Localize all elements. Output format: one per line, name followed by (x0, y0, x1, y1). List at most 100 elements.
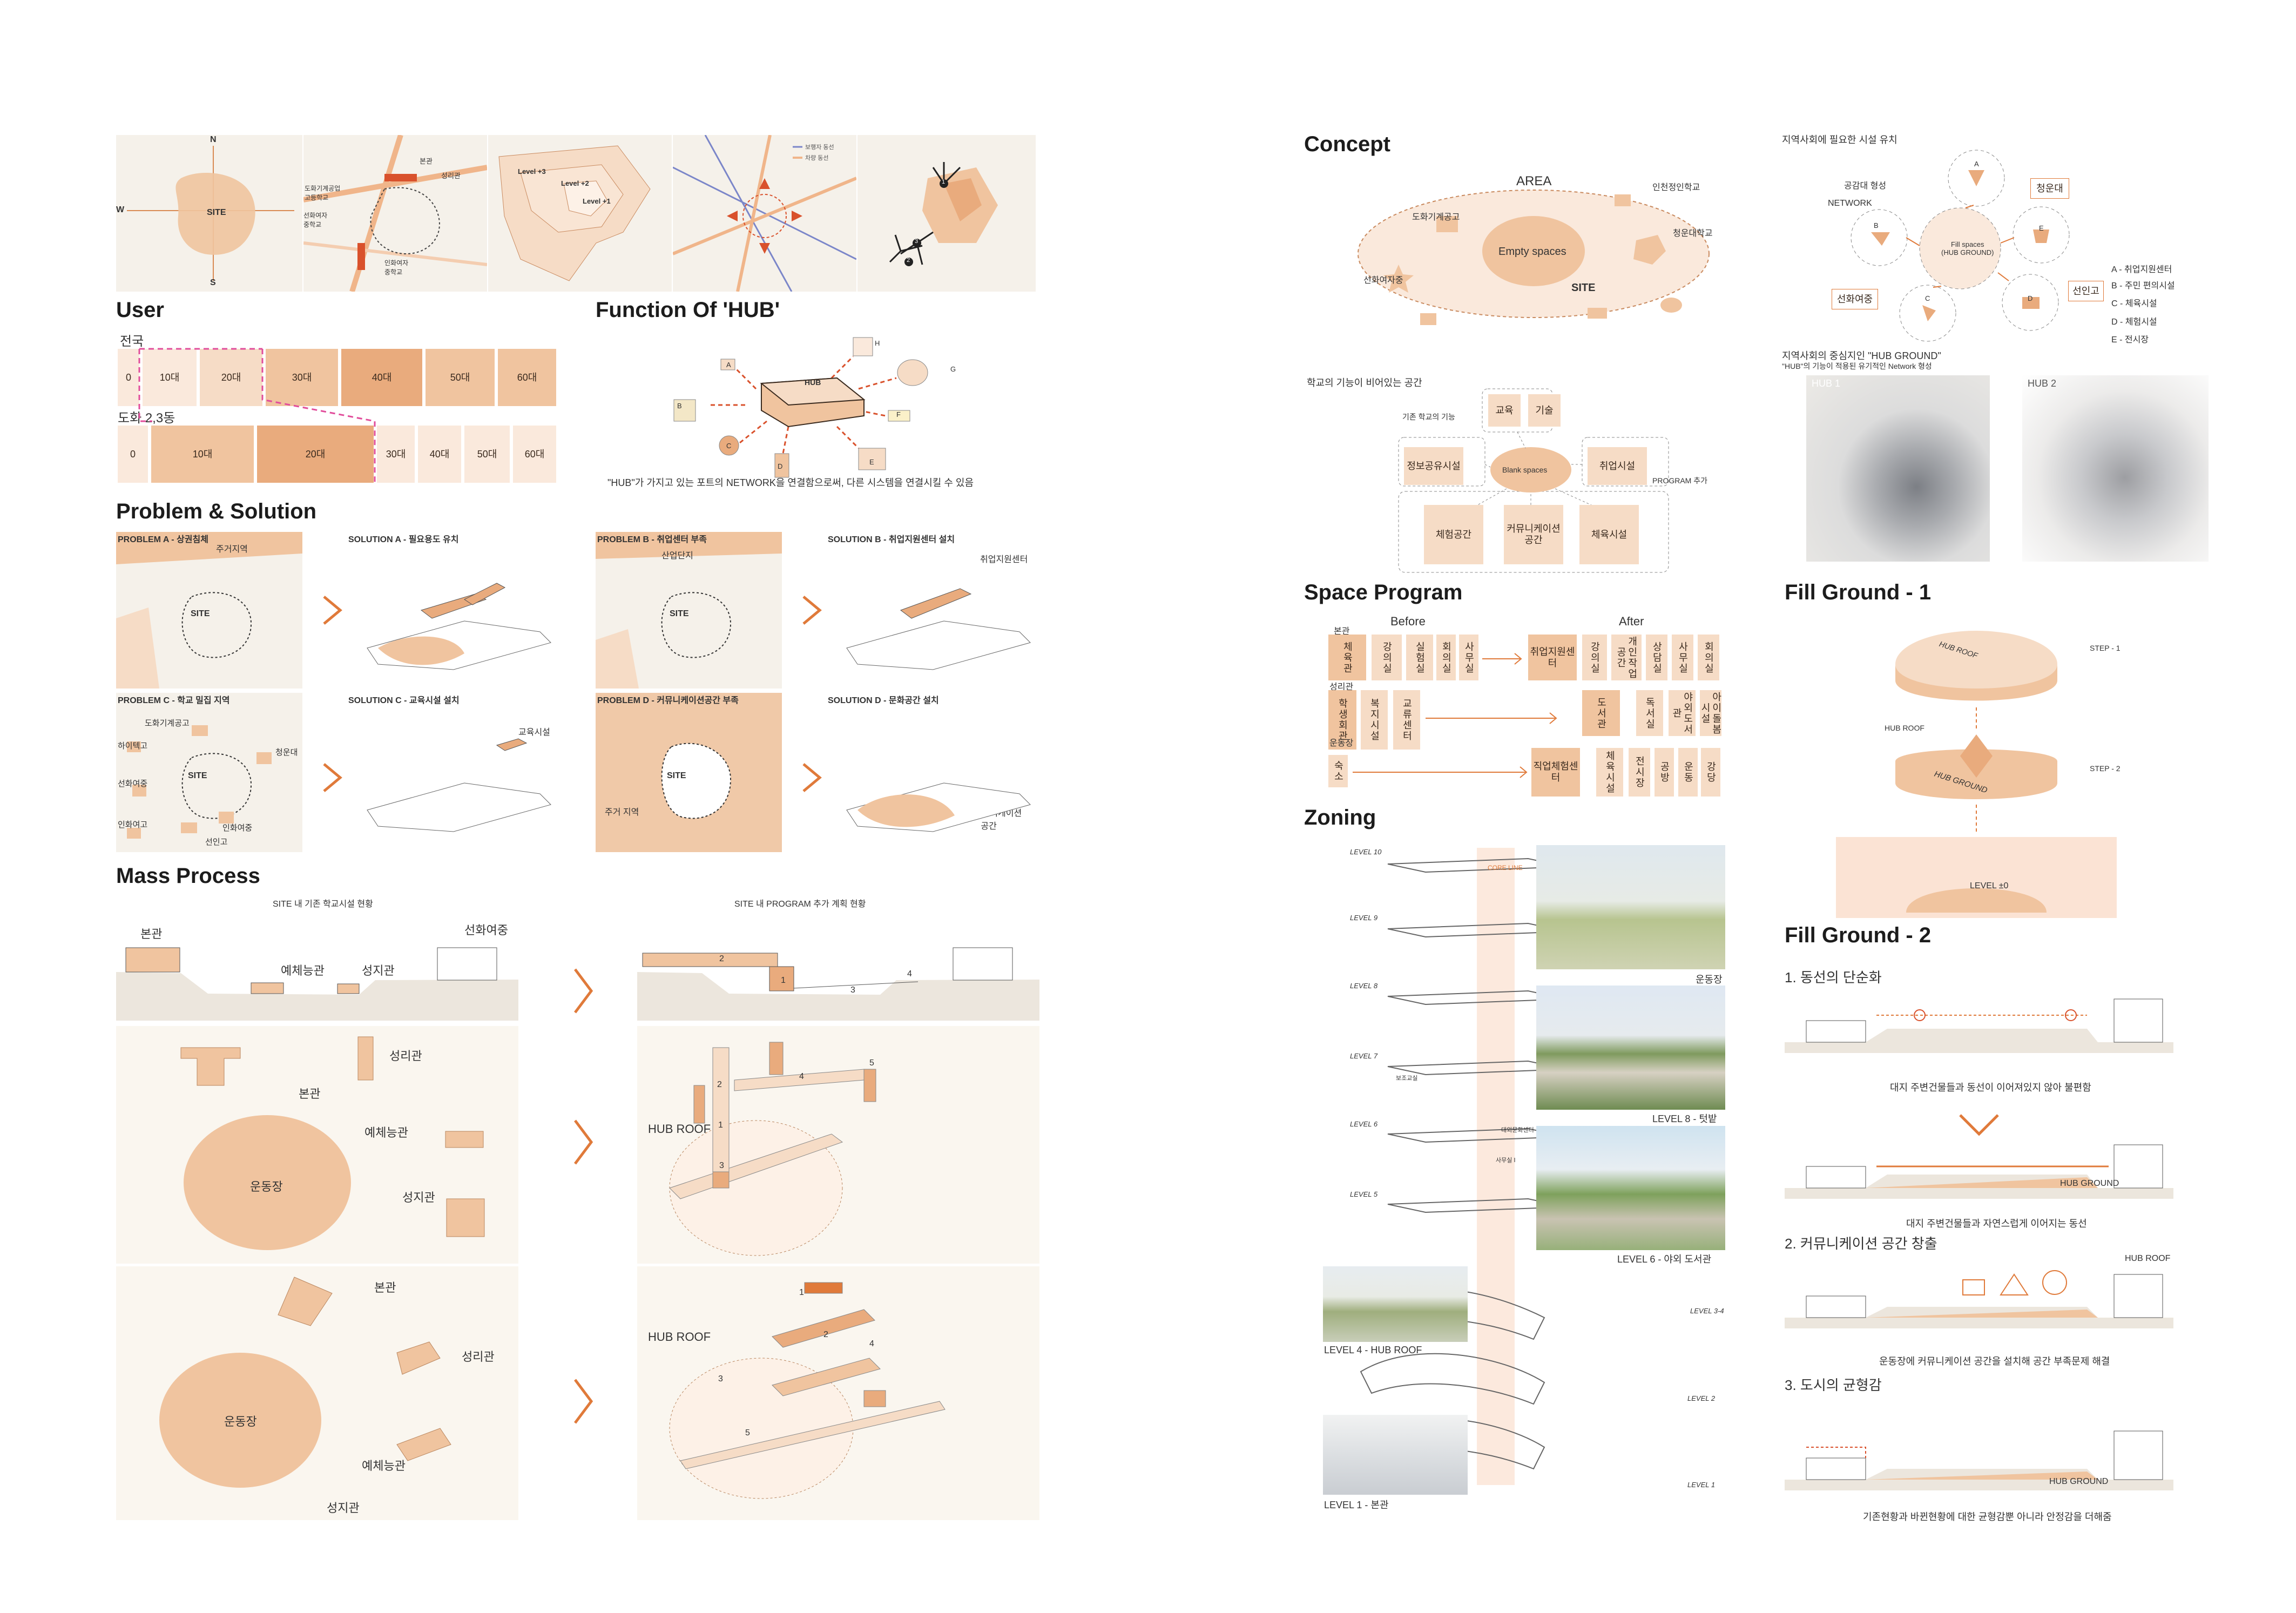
plan3-seongji: 성지관 (327, 1501, 360, 1515)
concept-center: Empty spaces (1498, 246, 1566, 258)
sp-a-2-4: 운동 (1678, 748, 1698, 797)
network-legend-3: D - 체험시설 (2111, 318, 2157, 327)
plan4-n5: 5 (745, 1428, 750, 1437)
site-map-roads: 본관 성리관 도화기계공업 고등학교 선화여자 중학교 인화여자 중학교 (303, 135, 487, 292)
solution-c-note: 교육시설 (518, 728, 550, 737)
fill2-s2: 2. 커뮤니케이션 공간 창출 (1785, 1236, 1937, 1252)
level-plus3: Level +3 (518, 167, 546, 176)
user-row1-0: 0 (118, 349, 139, 406)
fill2-title: Fill Ground - 2 (1785, 923, 1932, 947)
zoning-caption-4: LEVEL 1 - 본관 (1324, 1500, 1389, 1510)
hub-node-g: G (950, 365, 956, 373)
mass-plan-right-2: HUB ROOF 1 2 3 4 5 (637, 1266, 1039, 1520)
fill2-c1: 대지 주변건물들과 동선이 이어져있지 않아 불편함 (1890, 1082, 2091, 1093)
zoning-tag-2: 보조교실 (1396, 1075, 1418, 1082)
problem-a-site: SITE (191, 609, 210, 618)
user-row2-60: 60대 (513, 426, 556, 483)
fill1-svg (1836, 631, 2117, 918)
concept-site: SITE (1571, 282, 1596, 294)
sp-a-0-0: 취업지원센터 (1528, 635, 1577, 680)
user-row1-50: 50대 (426, 349, 495, 406)
problem-title: Problem & Solution (116, 500, 317, 523)
zoning-photo-main (1323, 1415, 1468, 1495)
concept-existing: 기존 학교의 기능 (1402, 413, 1455, 421)
network-node-b: B (1874, 221, 1879, 230)
network-left-1: NETWORK (1828, 199, 1872, 208)
concept-blank: Blank spaces (1502, 465, 1548, 474)
mass-section-right (637, 947, 1039, 1021)
problem-d-map (596, 693, 782, 852)
problem-b-map (596, 532, 782, 689)
plan2-n1: 1 (718, 1121, 723, 1130)
zoning-core-band (1477, 848, 1515, 1485)
sp-a-0-1: 강의실 (1582, 635, 1607, 680)
network-school-2: 선화여중 (1832, 289, 1878, 309)
sp-arrow-0 (1482, 653, 1522, 665)
fill2-c2: 대지 주변건물들과 자연스럽게 이어지는 동선 (1906, 1218, 2087, 1229)
fill2-hub-ground-2: HUB GROUND (2049, 1477, 2109, 1486)
solution-a-svg (367, 583, 551, 670)
solution-b-note: 취업지원센터 (980, 555, 1028, 564)
school-c-3: 청운대 (275, 748, 298, 757)
fill2-section-3 (1785, 1270, 2173, 1328)
zoning-tag-0: 대외문화센터 (1501, 1127, 1534, 1133)
concept-label-0: 도화기계공고 (1412, 213, 1460, 222)
concept-added: PROGRAM 추가 (1652, 476, 1707, 485)
user-row2-40: 40대 (418, 426, 461, 483)
sp-a-2-2: 전시장 (1629, 748, 1650, 797)
solution-c-svg (367, 738, 551, 832)
zoning-level-8: LEVEL 8 (1350, 982, 1378, 990)
plan3-gym: 예체능관 (362, 1459, 406, 1473)
concept-box-edu: 교육 (1488, 394, 1521, 427)
level-contours (498, 145, 651, 281)
building-seongri: 성리관 (441, 172, 461, 180)
zoning-photo-garden (1536, 986, 1725, 1110)
concept-box-sport: 체육시설 (1579, 505, 1639, 564)
mass-plan-left-2: 본관 성리관 운동장 예체능관 성지관 (116, 1266, 518, 1520)
sp-after: After (1619, 615, 1644, 628)
space-program-title: Space Program (1304, 581, 1463, 604)
level-plus2: Level +2 (561, 179, 589, 187)
network-center: Fill spaces (HUB GROUND) (1941, 240, 1994, 257)
zoning-photo-library (1536, 1126, 1725, 1250)
school-c-2: 하이텍고 (118, 741, 148, 751)
compass-s: S (210, 278, 216, 287)
mass-title: Mass Process (116, 864, 260, 888)
mass-label-gym: 예체능관 (281, 964, 325, 977)
plan4-n3: 3 (718, 1374, 723, 1383)
zoning-level-1: LEVEL 1 (1687, 1481, 1716, 1489)
network-node-e: E (2039, 224, 2044, 232)
circulation-lines (673, 135, 856, 292)
plan4-n1: 1 (799, 1288, 804, 1297)
plan4-hubroof: HUB ROOF (648, 1330, 711, 1344)
concept-box-tech: 기술 (1528, 394, 1561, 427)
user-row2-50: 50대 (464, 426, 510, 483)
sp-before: Before (1390, 615, 1426, 628)
zoning-caption-3: LEVEL 4 - HUB ROOF (1324, 1345, 1422, 1355)
marker-3: 3 (915, 238, 919, 245)
network-node-a: A (1974, 160, 1979, 168)
mass-section-num-1: 1 (781, 976, 786, 985)
compass-w: W (116, 205, 125, 214)
plan3-main: 본관 (374, 1281, 396, 1294)
sp-b-2-0: 숙소 (1328, 755, 1348, 787)
sp-a-2-5: 강당 (1701, 748, 1720, 797)
plan4-n2: 2 (823, 1330, 828, 1339)
sp-b-0-3: 회의실 (1436, 635, 1456, 680)
solution-c-label: SOLUTION C - 교육시설 설치 (348, 696, 460, 705)
sp-b-0-2: 실험실 (1406, 635, 1433, 680)
marker-arrows (889, 162, 998, 266)
mass-section-num-4: 4 (907, 969, 912, 978)
site-label: SITE (207, 208, 226, 217)
concept-box-exp: 체험공간 (1424, 505, 1483, 564)
problem-a-note: 주거지역 (216, 545, 248, 554)
hub-network-svg (673, 337, 928, 478)
solution-a-label: SOLUTION A - 필요용도 유치 (348, 535, 459, 544)
building-main: 본관 (420, 157, 433, 165)
hub-node-a: A (726, 361, 731, 369)
concept-label-1: 인천정인학교 (1652, 183, 1700, 192)
network-legend-0: A - 취업지원센터 (2111, 265, 2172, 274)
solution-b-label: SOLUTION B - 취업지원센터 설치 (828, 535, 955, 544)
problem-c-svg (127, 725, 272, 839)
zoning-level-7: LEVEL 7 (1350, 1052, 1378, 1060)
